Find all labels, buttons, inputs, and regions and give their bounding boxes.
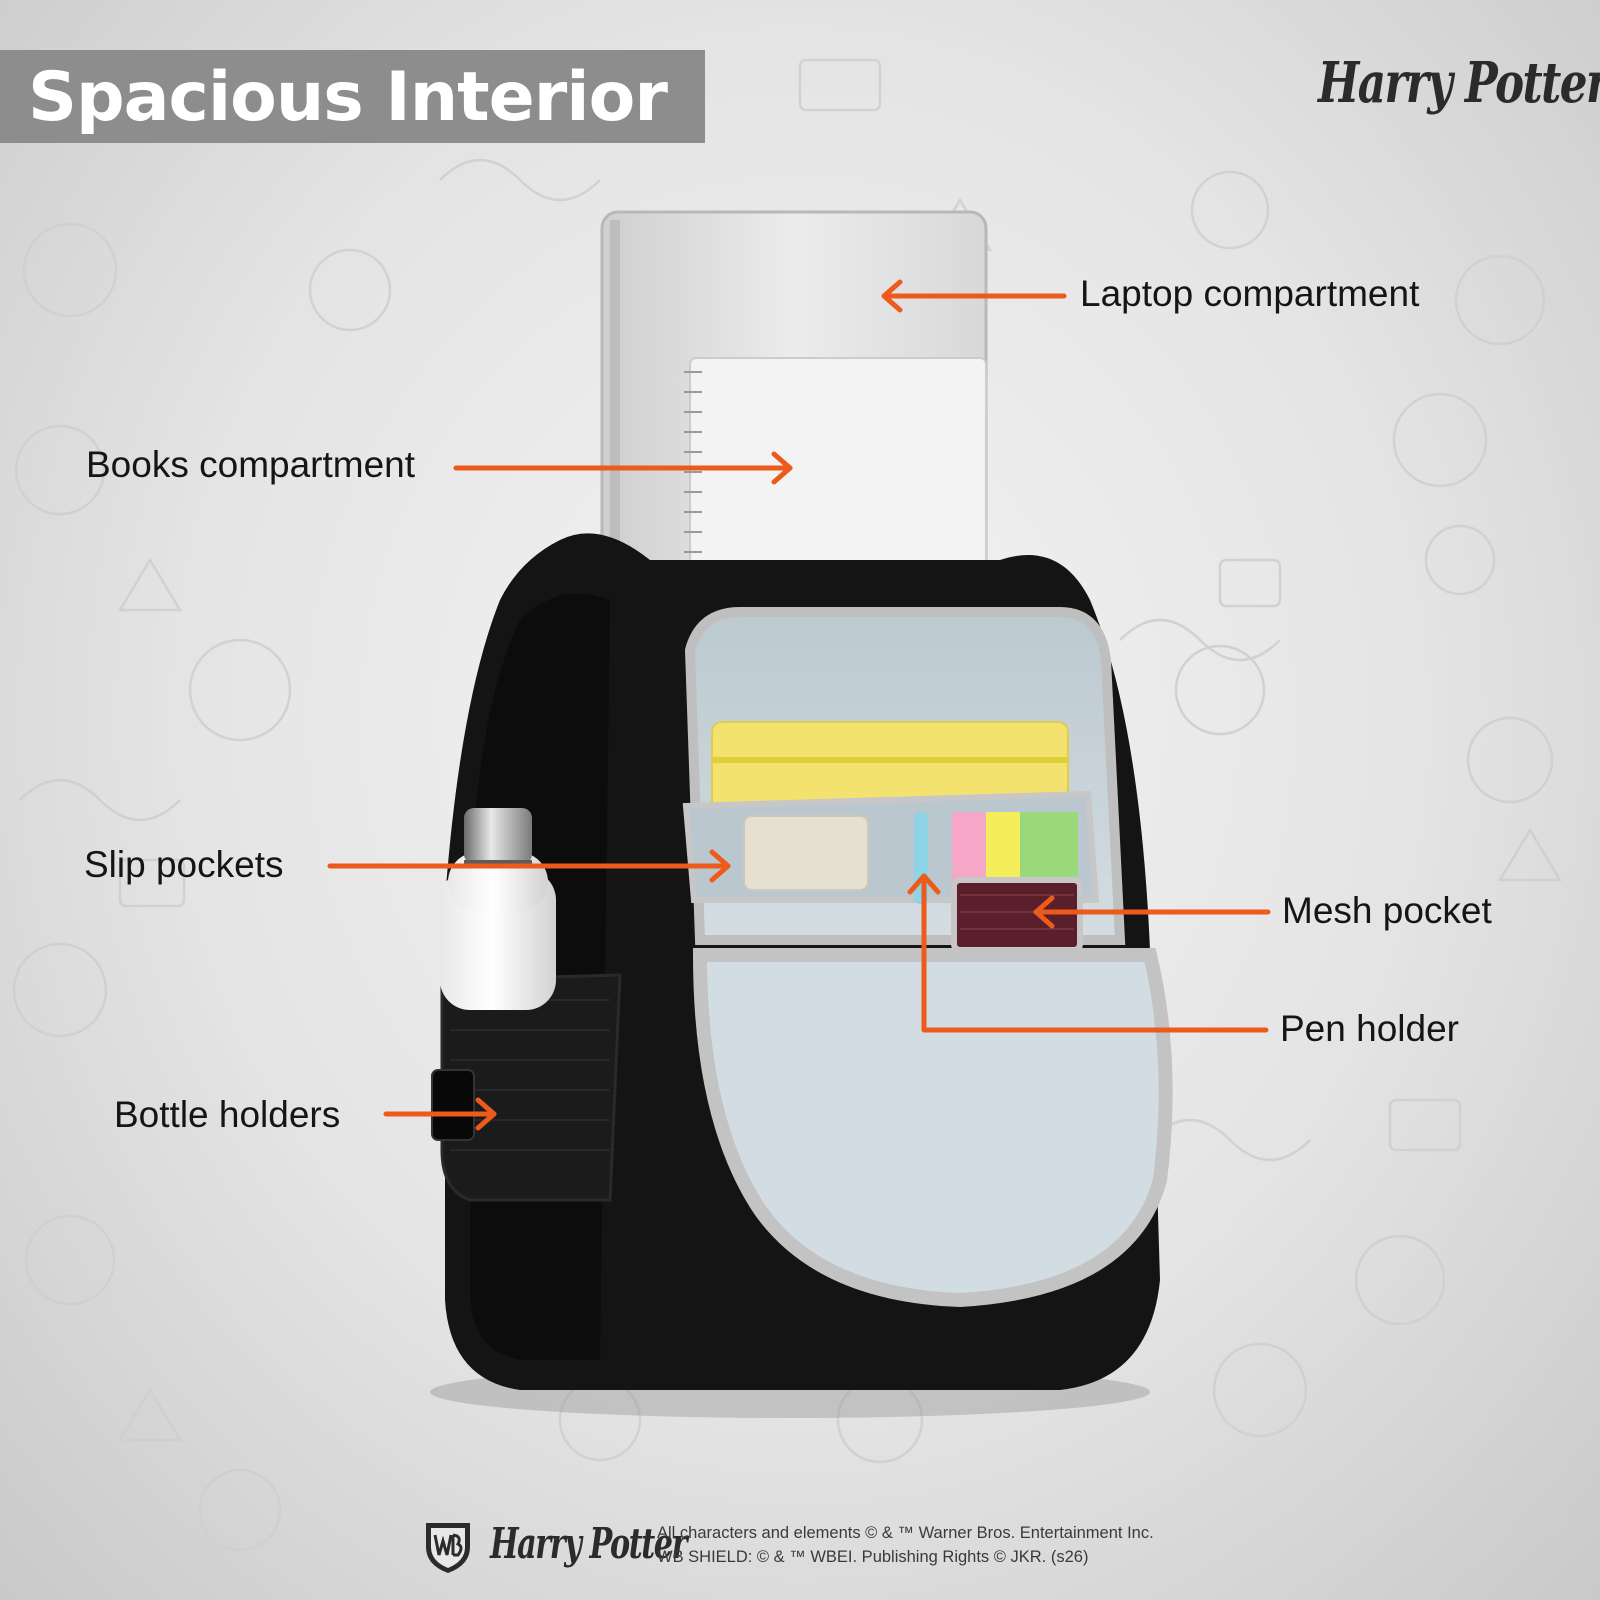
- callout-bottle-holders: Bottle holders: [114, 1094, 341, 1135]
- callout-slip-pockets: Slip pockets: [84, 844, 284, 885]
- title-banner: Spacious Interior: [0, 50, 705, 143]
- legal-line-1: All characters and elements © & ™ Warner…: [657, 1524, 1154, 1542]
- callout-books-compartment: Books compartment: [86, 444, 416, 485]
- legal-notice: All characters and elements © & ™ Warner…: [657, 1521, 1154, 1569]
- callout-mesh-pocket: Mesh pocket: [1282, 890, 1492, 931]
- legal-line-2: WB SHIELD: © & ™ WBEI. Publishing Rights…: [657, 1548, 1089, 1566]
- wb-shield-icon: [426, 1523, 470, 1573]
- callout-laptop-compartment: Laptop compartment: [1080, 273, 1420, 314]
- footer-brand-logo: Harry Potter: [490, 1519, 687, 1568]
- brand-logo: Harry Potter: [1318, 50, 1600, 116]
- page-title: Spacious Interior: [28, 58, 668, 137]
- callout-pen-holder: Pen holder: [1280, 1008, 1459, 1049]
